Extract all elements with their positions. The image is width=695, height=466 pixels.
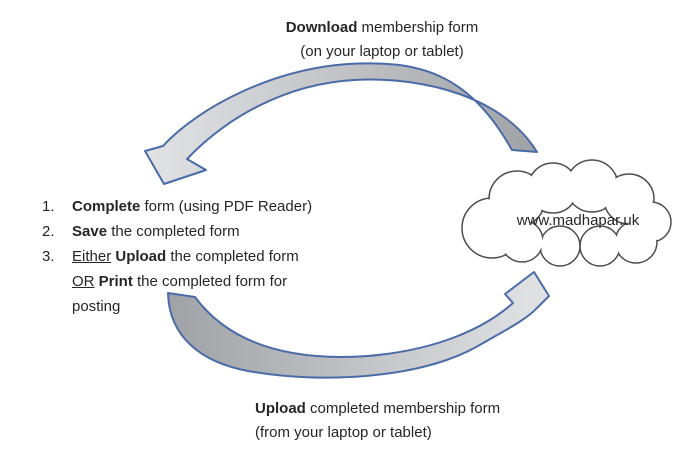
steps-list: 1. Complete form (using PDF Reader) 2. S… bbox=[42, 194, 332, 319]
step-line: OR Print the completed form for bbox=[72, 269, 332, 294]
download-caption-rest: membership form bbox=[357, 19, 479, 36]
step-text: Either Upload the completed form OR Prin… bbox=[72, 244, 332, 319]
list-item: 1. Complete form (using PDF Reader) bbox=[42, 194, 332, 219]
cloud-label: www.madhapar.uk bbox=[516, 212, 640, 229]
step-rest: form (using PDF Reader) bbox=[140, 198, 313, 215]
step-number: 2. bbox=[42, 223, 55, 240]
step-rest: the completed form bbox=[107, 223, 240, 240]
step-line: Either Upload the completed form bbox=[72, 244, 332, 269]
step-number: 3. bbox=[42, 248, 55, 265]
download-caption-line1: Download membership form bbox=[226, 16, 538, 40]
step-bold: Complete bbox=[72, 198, 141, 215]
step-bold: Save bbox=[72, 223, 108, 240]
step-underline: OR bbox=[72, 273, 95, 290]
list-item: 2. Save the completed form bbox=[42, 219, 332, 244]
step-bold: Print bbox=[94, 273, 133, 290]
step-rest: the completed form bbox=[166, 248, 299, 265]
upload-caption: Upload completed membership form (from y… bbox=[255, 397, 575, 445]
step-text: Complete form (using PDF Reader) bbox=[72, 194, 332, 219]
upload-caption-line2: (from your laptop or tablet) bbox=[255, 424, 432, 441]
download-curved-arrow-icon bbox=[144, 62, 538, 185]
download-caption-line2: (on your laptop or tablet) bbox=[300, 43, 464, 60]
list-item: 3. Either Upload the completed form OR P… bbox=[42, 244, 332, 319]
step-bold: Upload bbox=[111, 248, 167, 265]
upload-caption-bold: Upload bbox=[255, 400, 306, 417]
upload-caption-line1: Upload completed membership form bbox=[255, 397, 575, 421]
step-rest: the completed form for bbox=[132, 273, 288, 290]
step-text: Save the completed form bbox=[72, 219, 332, 244]
step-number: 1. bbox=[42, 198, 55, 215]
upload-curved-arrow-icon bbox=[167, 271, 550, 379]
upload-caption-rest: completed membership form bbox=[305, 400, 501, 417]
step-line: posting bbox=[72, 298, 121, 315]
download-caption-bold: Download bbox=[285, 19, 358, 36]
download-caption: Download membership form (on your laptop… bbox=[226, 16, 538, 64]
cloud-fill bbox=[463, 161, 670, 265]
step-underline: Either bbox=[72, 248, 112, 265]
